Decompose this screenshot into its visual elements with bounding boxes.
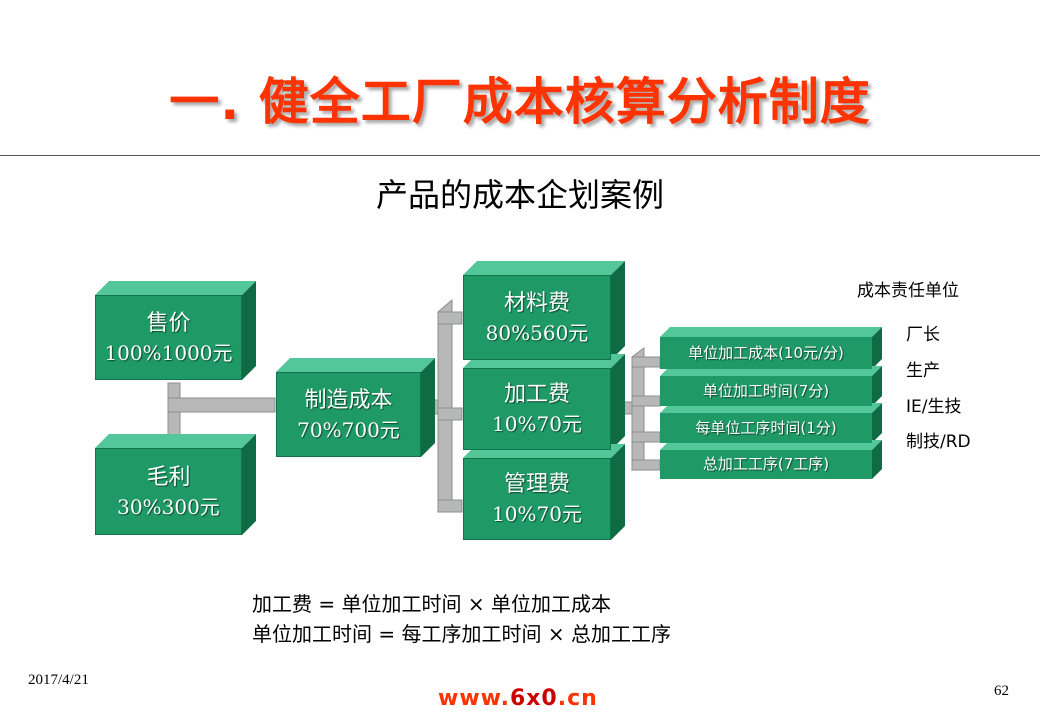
box-top-face [276,358,435,372]
diagram-subtitle: 产品的成本企划案例 [375,176,664,214]
website-prefix: www. [438,686,510,711]
box-side-face [611,261,625,360]
processing-cost-label: 加工费 [503,382,570,407]
box-side-face [611,354,625,450]
box-top-face [95,434,256,448]
box-side-face [242,281,256,380]
box-top-face [660,327,882,337]
gross-profit-value: 30%300元 [117,494,220,519]
material-cost-label: 材料费 [503,290,570,316]
responsibility-unit-production: 生产 [906,361,940,381]
formula-processing-cost: 加工费 = 单位加工时间 × 单位加工成本 [252,592,611,616]
footer-date: 2017/4/21 [28,672,89,688]
processing-cost-value: 10%70元 [492,412,582,436]
box-side-face [872,403,882,443]
material-cost-box: 材料费 80%560元 [463,275,611,360]
website-middle: 6x0 [509,686,558,711]
connector-cost-bracket [437,298,453,514]
gross-profit-label: 毛利 [146,464,191,490]
responsibility-unit-factory-manager: 厂长 [906,325,940,345]
box-side-face [421,358,435,457]
box-side-face [872,366,882,406]
box-side-face [611,444,625,540]
manufacturing-cost-label: 制造成本 [304,387,393,413]
box-top-face [95,281,256,295]
item-unit-processing-time: 单位加工时间(7分) [660,376,872,406]
item-unit-processing-cost: 单位加工成本(10元/分) [660,337,872,369]
sale-price-value: 100%1000元 [104,340,233,365]
website-suffix: .cn [557,686,598,711]
sale-price-box: 售价 100%1000元 [95,295,242,380]
responsibility-unit-ie: IE/生技 [906,397,962,417]
manufacturing-cost-box: 制造成本 70%700元 [276,372,421,457]
box-side-face [872,440,882,479]
title-divider [0,155,1040,156]
processing-cost-box: 加工费 10%70元 [463,368,611,450]
responsibility-unit-rd: 制技/RD [906,432,971,452]
sale-price-label: 售价 [146,310,191,336]
management-cost-box: 管理费 10%70元 [463,458,611,540]
responsibility-header: 成本责任单位 [857,281,959,301]
box-top-face [463,261,625,275]
item-total-processes: 总加工工序(7工序) [660,450,872,479]
item-unit-process-time: 每单位工序时间(1分) [660,413,872,443]
slide-title: 一. 健全工厂成本核算分析制度 [169,73,871,131]
formula-unit-processing-time: 单位加工时间 = 每工序加工时间 × 总加工工序 [252,622,671,646]
box-side-face [872,327,882,369]
gross-profit-box: 毛利 30%300元 [95,448,242,535]
page-number: 62 [994,683,1009,699]
footer-website: www.6x0.cn [438,686,598,711]
management-cost-value: 10%70元 [492,502,582,526]
material-cost-value: 80%560元 [485,320,589,345]
manufacturing-cost-value: 70%700元 [297,417,400,442]
box-side-face [242,434,256,535]
management-cost-label: 管理费 [503,472,570,497]
connector-left-mfg [167,397,276,413]
